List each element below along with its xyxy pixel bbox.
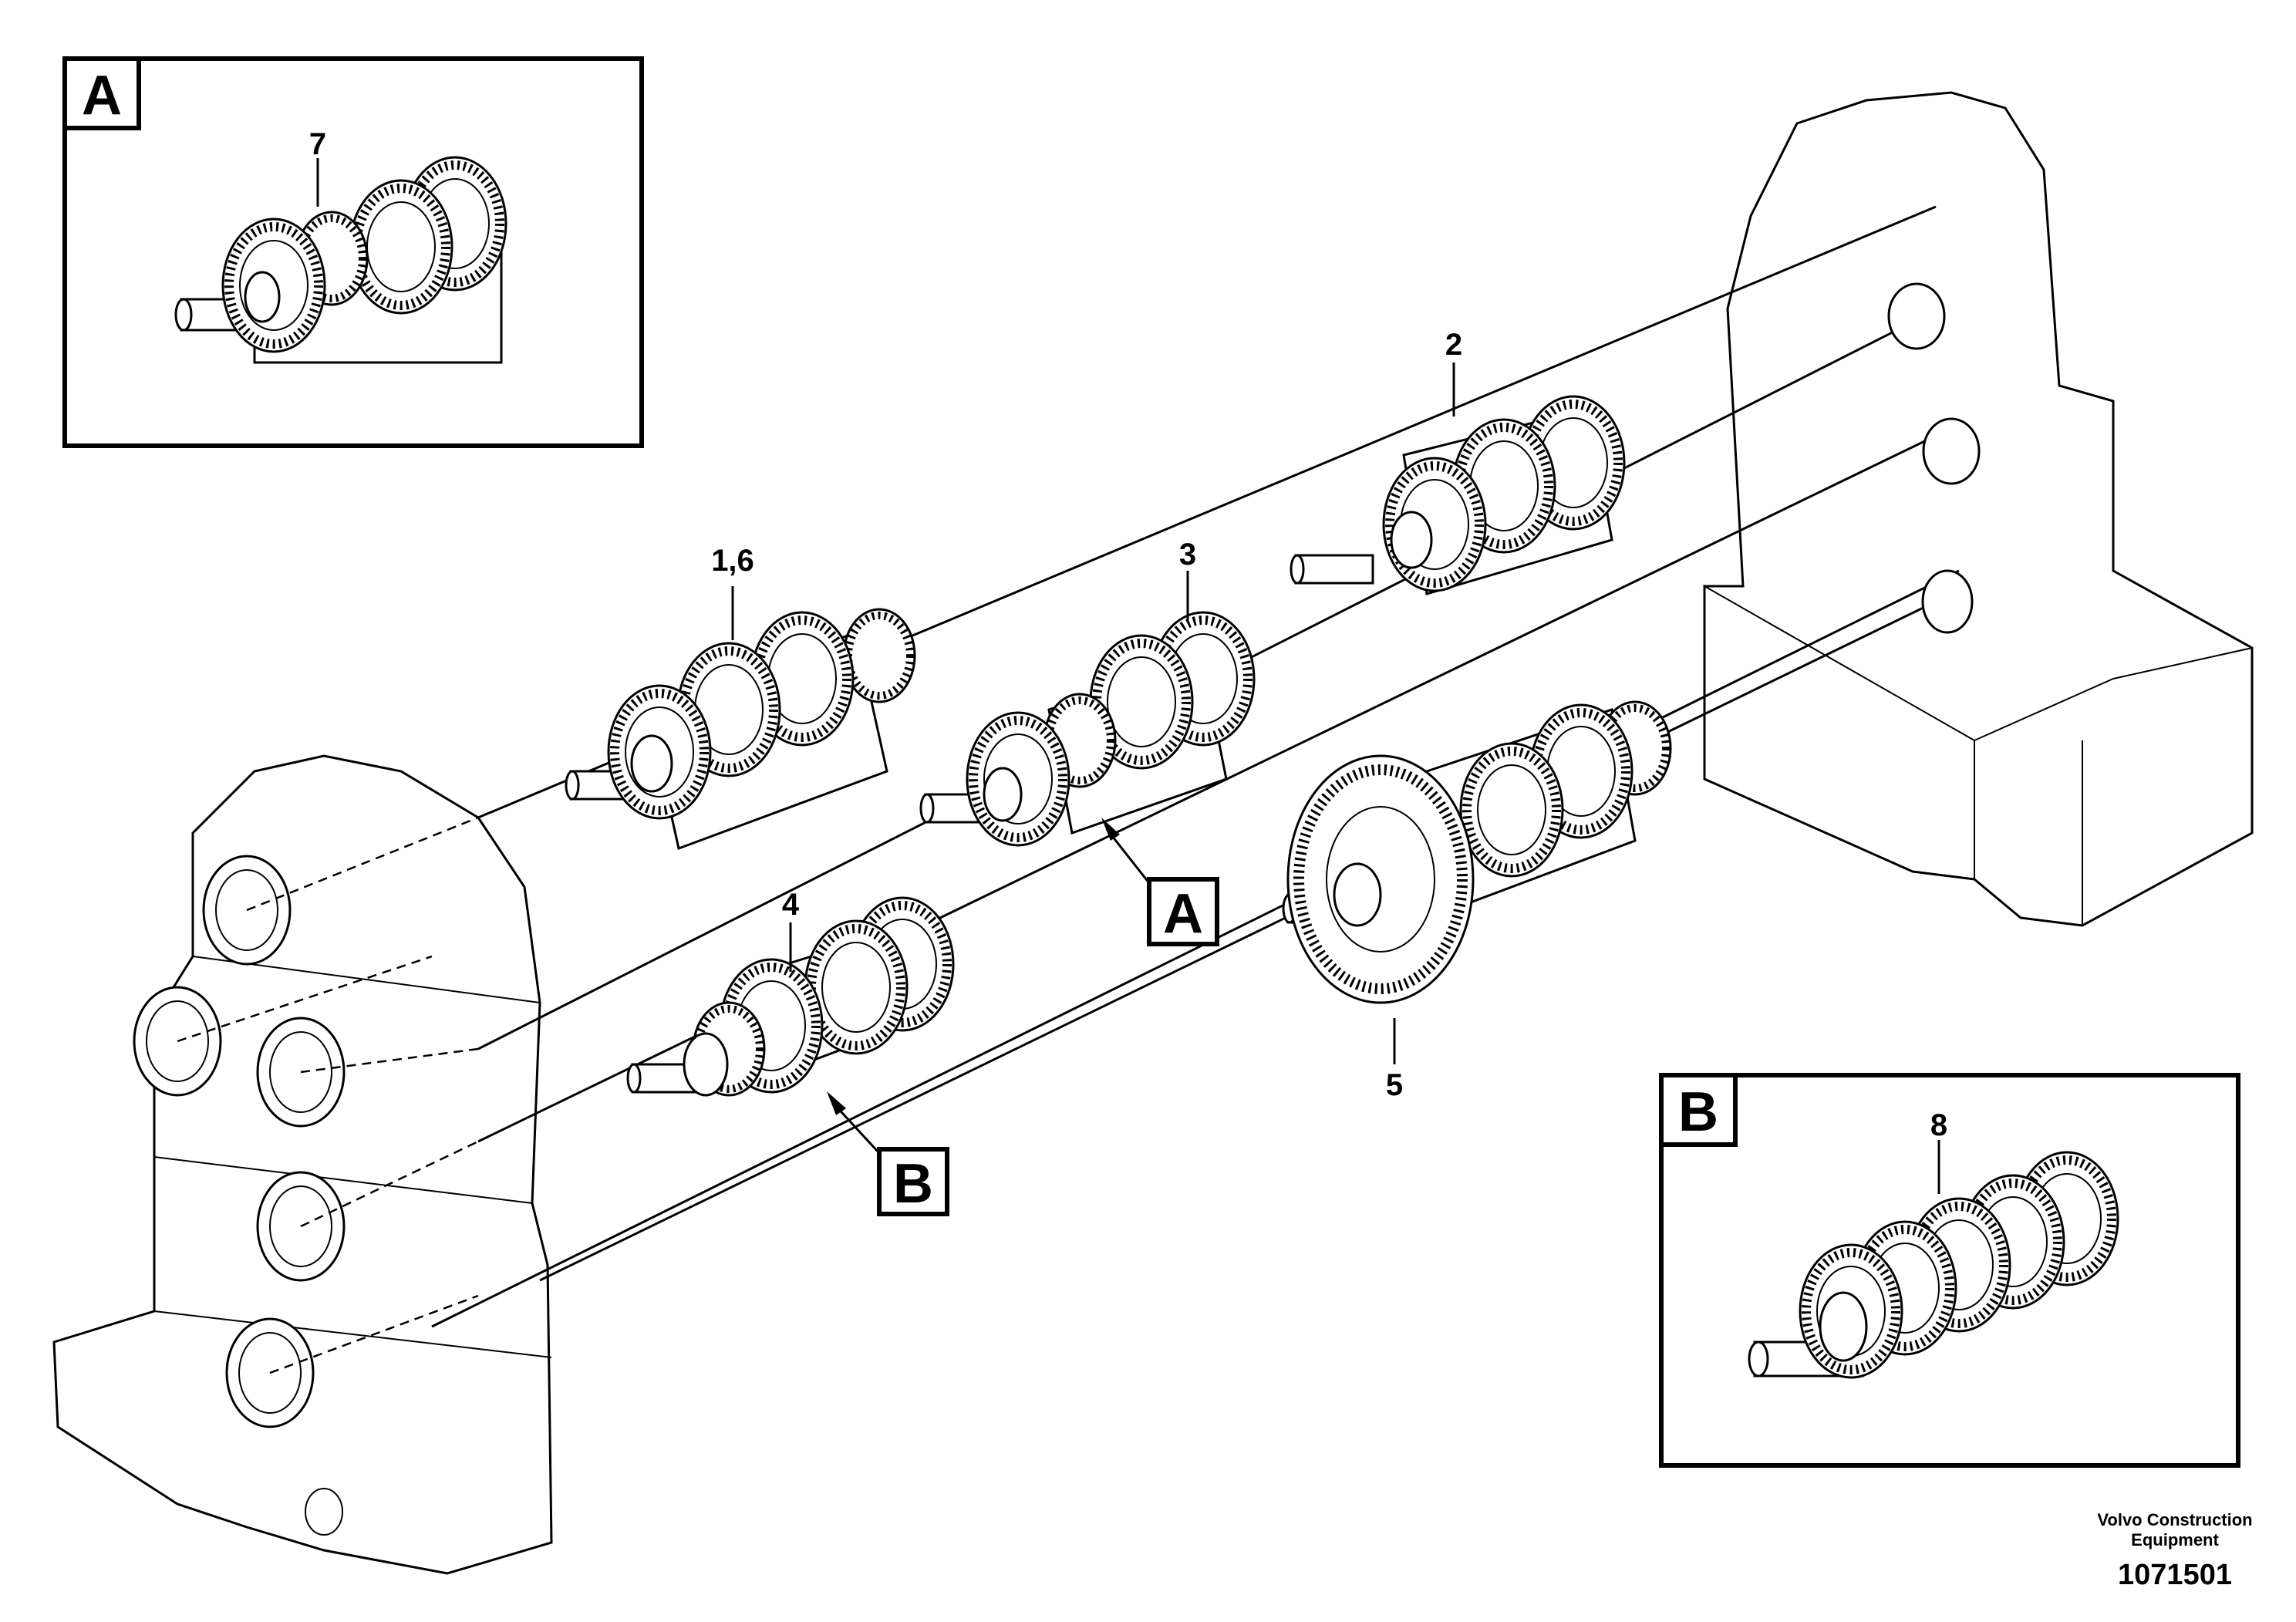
detail-tag-b: B [827,1091,949,1216]
gear-shaft-5 [1282,702,1671,1004]
footer-drawing-number: 1071501 [2118,1559,2232,1591]
callout-2: 2 [1445,328,1462,362]
footer-company-line1: Volvo Construction [2097,1510,2252,1529]
gear-shaft-2 [1290,396,1624,594]
detail-tag-a: A [1101,818,1219,946]
callout-4: 4 [782,888,800,922]
callout-7: 7 [309,127,326,161]
inset-detail-b: B 8 [1659,1073,2240,1468]
gear-shaft-8 [1748,1152,2118,1378]
gear-shaft-7 [174,157,506,364]
gear-shaft-4 [626,898,953,1095]
gear-shaft-3 [919,612,1254,845]
housing-left [52,754,553,1575]
callout-5: 5 [1386,1068,1403,1102]
inset-detail-a: A 7 [62,56,644,448]
footer-company-line2: Equipment [2131,1530,2219,1549]
detail-tag-b-label: B [893,1153,933,1215]
inset-a-label: A [82,65,122,126]
gear-shaft-1-6 [565,609,915,851]
callout-3: 3 [1179,538,1196,572]
inset-b-label: B [1678,1081,1718,1143]
housing-right [1703,91,2254,927]
callout-1-6: 1,6 [711,544,754,578]
callout-8: 8 [1930,1108,1947,1142]
detail-tag-a-label: A [1163,883,1203,945]
